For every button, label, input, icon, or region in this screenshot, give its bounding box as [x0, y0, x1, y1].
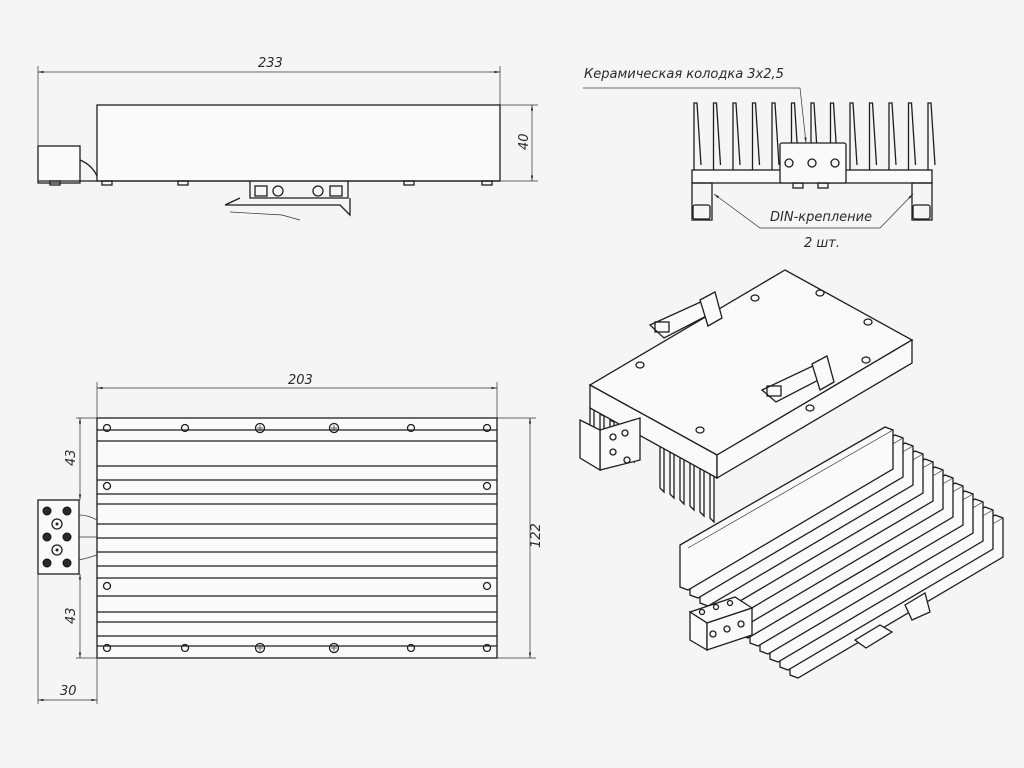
height-dimension: 40 — [517, 133, 532, 150]
iso-bottom-fins — [679, 426, 1004, 679]
bottom-view: 203 43 43 122 30 — [37, 373, 544, 704]
terminal-screw-icon — [62, 506, 72, 516]
iso-hole — [635, 361, 645, 369]
heater-body-side — [96, 104, 501, 182]
iso-top-holes — [635, 289, 873, 434]
mounting-hole — [482, 423, 492, 433]
mounting-hole — [482, 643, 492, 653]
mounting-hole — [482, 481, 492, 491]
iso-top-terminal — [579, 417, 641, 472]
mounting-hole — [482, 581, 492, 591]
iso-hole — [815, 289, 825, 297]
isometric-view-top — [579, 269, 914, 524]
fin — [693, 102, 702, 170]
screw-slot — [257, 645, 263, 651]
fin — [712, 102, 722, 170]
iso-hole — [750, 294, 760, 302]
fin — [927, 102, 936, 170]
isometric-view-bottom — [679, 426, 1004, 679]
ceramic-block — [779, 142, 847, 184]
iso-hole — [695, 426, 705, 434]
fin — [907, 102, 917, 170]
ceramic-block-screws — [784, 158, 840, 189]
mounting-hole — [406, 423, 416, 433]
mounting-hole — [180, 643, 190, 653]
terminal-screw-icon — [42, 532, 52, 542]
fin — [810, 102, 819, 170]
fin — [849, 102, 858, 170]
iso-hole — [861, 356, 871, 364]
fin — [790, 102, 800, 170]
din-mount-label: DIN-крепление — [770, 210, 872, 225]
iso-fin — [689, 456, 695, 512]
iso-bottom-terminal — [688, 596, 754, 652]
terminal-bolt-icon — [51, 518, 63, 530]
iso-hole — [863, 318, 873, 326]
mounting-hole — [180, 423, 190, 433]
screw-icon — [328, 422, 340, 434]
length-dimension: 233 — [258, 56, 283, 71]
iso-hole — [805, 404, 815, 412]
mounting-hole — [406, 643, 416, 653]
terminal-screw-icon — [62, 558, 72, 568]
mounting-hole — [102, 581, 112, 591]
screw-slot — [331, 645, 337, 651]
heatsink-fins-front — [693, 102, 936, 170]
terminal-screw-icon — [62, 532, 72, 542]
iso-top-din-clip-2 — [760, 355, 835, 403]
din-clip-side — [224, 181, 351, 221]
terminal-screw-icon — [42, 506, 52, 516]
screw-icon — [254, 642, 266, 654]
ceramic-block-leader — [583, 87, 807, 144]
fin — [732, 102, 741, 170]
screw-icon — [254, 422, 266, 434]
feet — [49, 180, 493, 186]
fin — [751, 102, 761, 170]
fin — [868, 102, 878, 170]
lower-offset-dimension: 43 — [64, 607, 79, 624]
terminal-box-side — [37, 145, 81, 184]
fin — [829, 102, 839, 170]
fin — [888, 102, 897, 170]
fin-stripes — [97, 429, 497, 647]
upper-offset-dimension: 43 — [64, 449, 79, 466]
mounting-hole — [102, 481, 112, 491]
terminal-screw-icon — [42, 558, 52, 568]
iso-fin-edge — [687, 429, 894, 549]
terminal-bolt-icon — [51, 544, 63, 556]
iso-bottom-din-clips — [853, 591, 931, 649]
iso-fin — [709, 468, 715, 524]
din-mount-qty: 2 шт. — [804, 236, 840, 251]
screw-slot — [257, 425, 263, 431]
fin — [771, 102, 780, 170]
iso-top-din-clip-1 — [648, 291, 723, 339]
din-clip-right — [911, 182, 933, 221]
depth-dimension: 122 — [529, 523, 544, 548]
screw-icon — [328, 642, 340, 654]
iso-fin — [679, 426, 894, 591]
width-dimension: 203 — [288, 373, 313, 388]
mounting-holes — [102, 422, 492, 654]
screw-slot — [331, 425, 337, 431]
mounting-hole — [102, 643, 112, 653]
terminal-bolt-center — [55, 522, 59, 526]
iso-fin — [699, 462, 705, 518]
side-view: 233 40 — [37, 56, 538, 221]
terminal-bolt-center — [55, 548, 59, 552]
front-view: Керамическая колодка 3x2,5 DIN-крепление… — [583, 67, 936, 251]
ceramic-block-label: Керамическая колодка 3x2,5 — [584, 67, 784, 82]
din-clip-left — [691, 182, 713, 221]
terminal-screws — [42, 506, 72, 568]
terminal-dimension: 30 — [60, 684, 77, 699]
mounting-hole — [102, 423, 112, 433]
